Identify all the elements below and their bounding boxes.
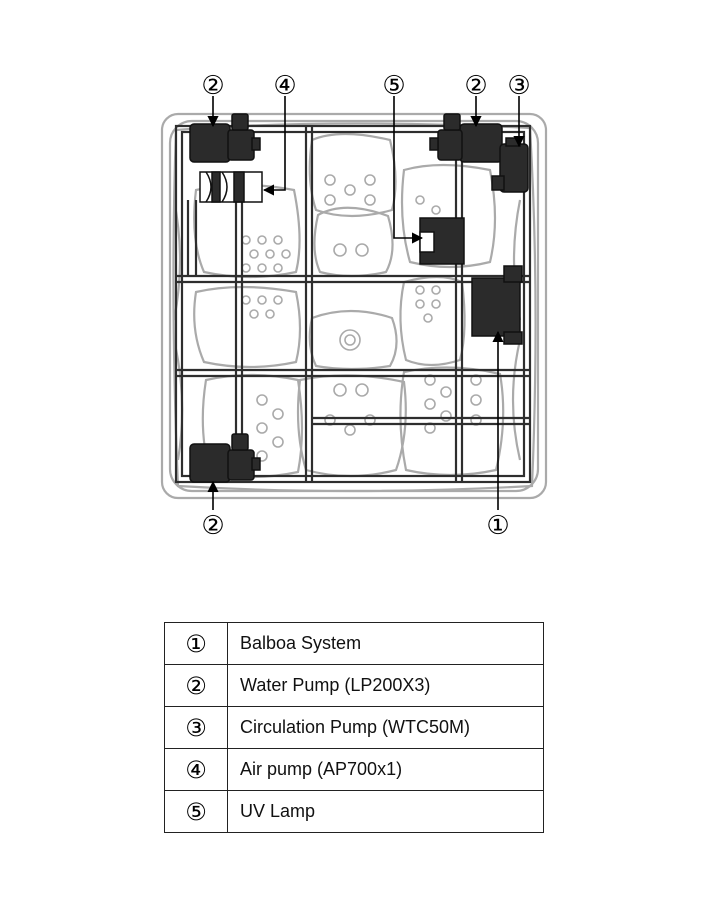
callout-water-pump-top-left: ② (201, 71, 224, 101)
legend-row: ① Balboa System (164, 622, 544, 665)
legend-row: ④ Air pump (AP700x1) (164, 748, 544, 791)
callout-water-pump-top-right: ② (464, 71, 487, 101)
legend-number: ④ (164, 748, 228, 791)
callout-uv-lamp: ⑤ (382, 71, 405, 101)
legend-label: UV Lamp (227, 790, 544, 833)
spa-layout-diagram: ② ④ ⑤ ② ③ ② ① (160, 71, 548, 541)
legend-label: Balboa System (227, 622, 544, 665)
uv-lamp (419, 217, 465, 265)
water-pump-top-left (189, 113, 261, 163)
circulation-pump (491, 137, 529, 193)
air-pump (199, 171, 263, 203)
water-pump-bottom-left (189, 433, 261, 483)
callout-air-pump: ④ (273, 71, 296, 101)
legend-number: ① (164, 622, 228, 665)
leader-lines (207, 96, 525, 510)
balboa-control-box (471, 265, 523, 345)
legend-label: Air pump (AP700x1) (227, 748, 544, 791)
callout-circulation-pump: ③ (507, 71, 530, 101)
callout-balboa-system: ① (486, 511, 509, 541)
legend-row: ⑤ UV Lamp (164, 790, 544, 833)
legend-table: ① Balboa System ② Water Pump (LP200X3) ③… (164, 622, 544, 833)
legend-number: ⑤ (164, 790, 228, 833)
legend-row: ③ Circulation Pump (WTC50M) (164, 706, 544, 749)
legend-number: ③ (164, 706, 228, 749)
water-pump-top-right (429, 113, 503, 163)
legend-number: ② (164, 664, 228, 707)
legend-row: ② Water Pump (LP200X3) (164, 664, 544, 707)
legend-label: Circulation Pump (WTC50M) (227, 706, 544, 749)
support-frame (174, 124, 532, 484)
legend-label: Water Pump (LP200X3) (227, 664, 544, 707)
callout-water-pump-bottom-left: ② (201, 511, 224, 541)
